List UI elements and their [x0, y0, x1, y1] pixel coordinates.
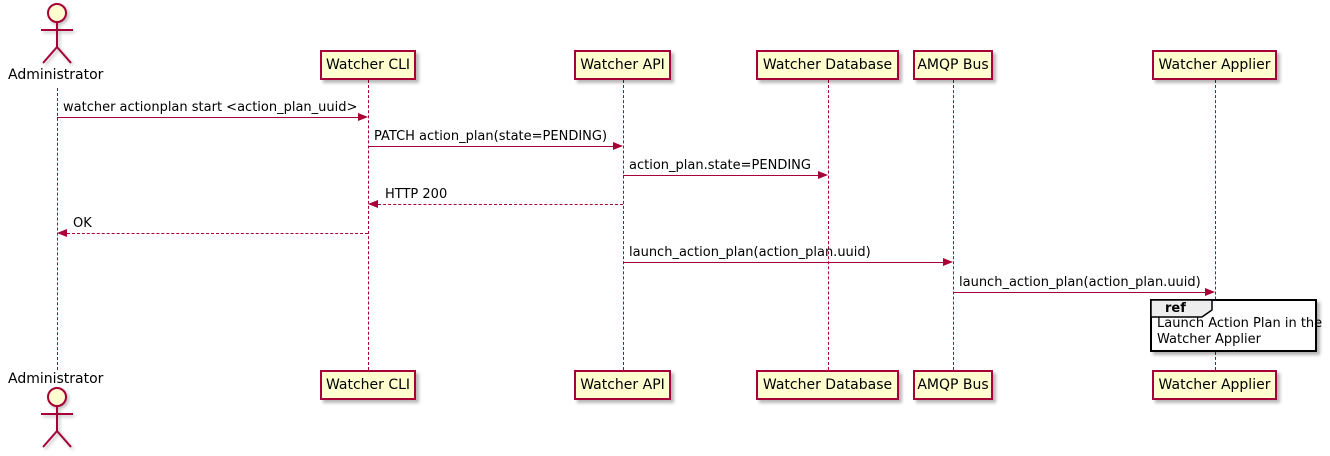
participant-label: Watcher Applier — [1158, 57, 1271, 73]
participant-watcher-api-bottom: Watcher API — [574, 370, 671, 400]
message-2-line — [368, 146, 618, 147]
participant-watcher-applier-bottom: Watcher Applier — [1152, 370, 1277, 400]
lifeline-watcher-applier — [1215, 80, 1216, 370]
participant-watcher-database-bottom: Watcher Database — [756, 370, 899, 400]
participant-label: Watcher CLI — [325, 377, 411, 393]
ref-header-shape — [1150, 299, 1213, 318]
message-5-label: OK — [73, 216, 92, 231]
message-7-line — [953, 292, 1210, 293]
message-6-line — [623, 262, 948, 263]
participant-amqp-bus-bottom: AMQP Bus — [913, 370, 993, 400]
lifeline-watcher-cli — [368, 80, 369, 370]
message-7-label: launch_action_plan(action_plan.uuid) — [959, 275, 1201, 290]
ref-fragment: ref Launch Action Plan in the Watcher Ap… — [1150, 299, 1322, 352]
message-7-arrowhead — [1205, 288, 1215, 296]
participant-watcher-database-top: Watcher Database — [756, 50, 899, 80]
message-2-label: PATCH action_plan(state=PENDING) — [374, 129, 608, 144]
participant-label: Watcher CLI — [325, 57, 411, 73]
actor-label-bottom: Administrator — [8, 371, 104, 387]
message-4-line — [373, 204, 623, 205]
message-1-line — [57, 117, 363, 118]
ref-text-line-1: Launch Action Plan in the — [1157, 316, 1323, 331]
message-4-label: HTTP 200 — [385, 187, 448, 202]
participant-watcher-applier-top: Watcher Applier — [1152, 50, 1277, 80]
message-6-arrowhead — [943, 258, 953, 266]
actor-label-top: Administrator — [8, 67, 104, 83]
message-3-line — [623, 175, 823, 176]
ref-text: Launch Action Plan in the Watcher Applie… — [1157, 316, 1322, 348]
participant-label: AMQP Bus — [917, 377, 989, 393]
message-5-arrowhead — [57, 229, 67, 237]
participant-watcher-api-top: Watcher API — [574, 50, 671, 80]
message-1-label: watcher actionplan start <action_plan_uu… — [63, 100, 358, 115]
message-5-line — [62, 233, 368, 234]
participant-label: Watcher Database — [762, 57, 893, 73]
message-3-label: action_plan.state=PENDING — [629, 158, 811, 173]
participant-label: Watcher Applier — [1158, 377, 1271, 393]
actor-icon-bottom — [41, 387, 73, 448]
message-2-arrowhead — [613, 142, 623, 150]
message-6-label: launch_action_plan(action_plan.uuid) — [629, 245, 871, 260]
participant-watcher-cli-bottom: Watcher CLI — [320, 370, 416, 400]
lifeline-watcher-api — [623, 80, 624, 370]
participant-label: AMQP Bus — [917, 57, 989, 73]
message-3-arrowhead — [818, 171, 828, 179]
message-1-arrowhead — [358, 113, 368, 121]
participant-amqp-bus-top: AMQP Bus — [913, 50, 993, 80]
message-4-arrowhead — [368, 200, 378, 208]
participant-label: Watcher Database — [762, 377, 893, 393]
ref-keyword: ref — [1165, 301, 1186, 316]
participant-label: Watcher API — [580, 377, 665, 393]
lifeline-amqp-bus — [953, 80, 954, 370]
participant-watcher-cli-top: Watcher CLI — [320, 50, 416, 80]
ref-text-line-2: Watcher Applier — [1157, 332, 1261, 347]
lifeline-watcher-database — [828, 80, 829, 370]
actor-icon-top — [41, 3, 73, 64]
participant-label: Watcher API — [580, 57, 665, 73]
